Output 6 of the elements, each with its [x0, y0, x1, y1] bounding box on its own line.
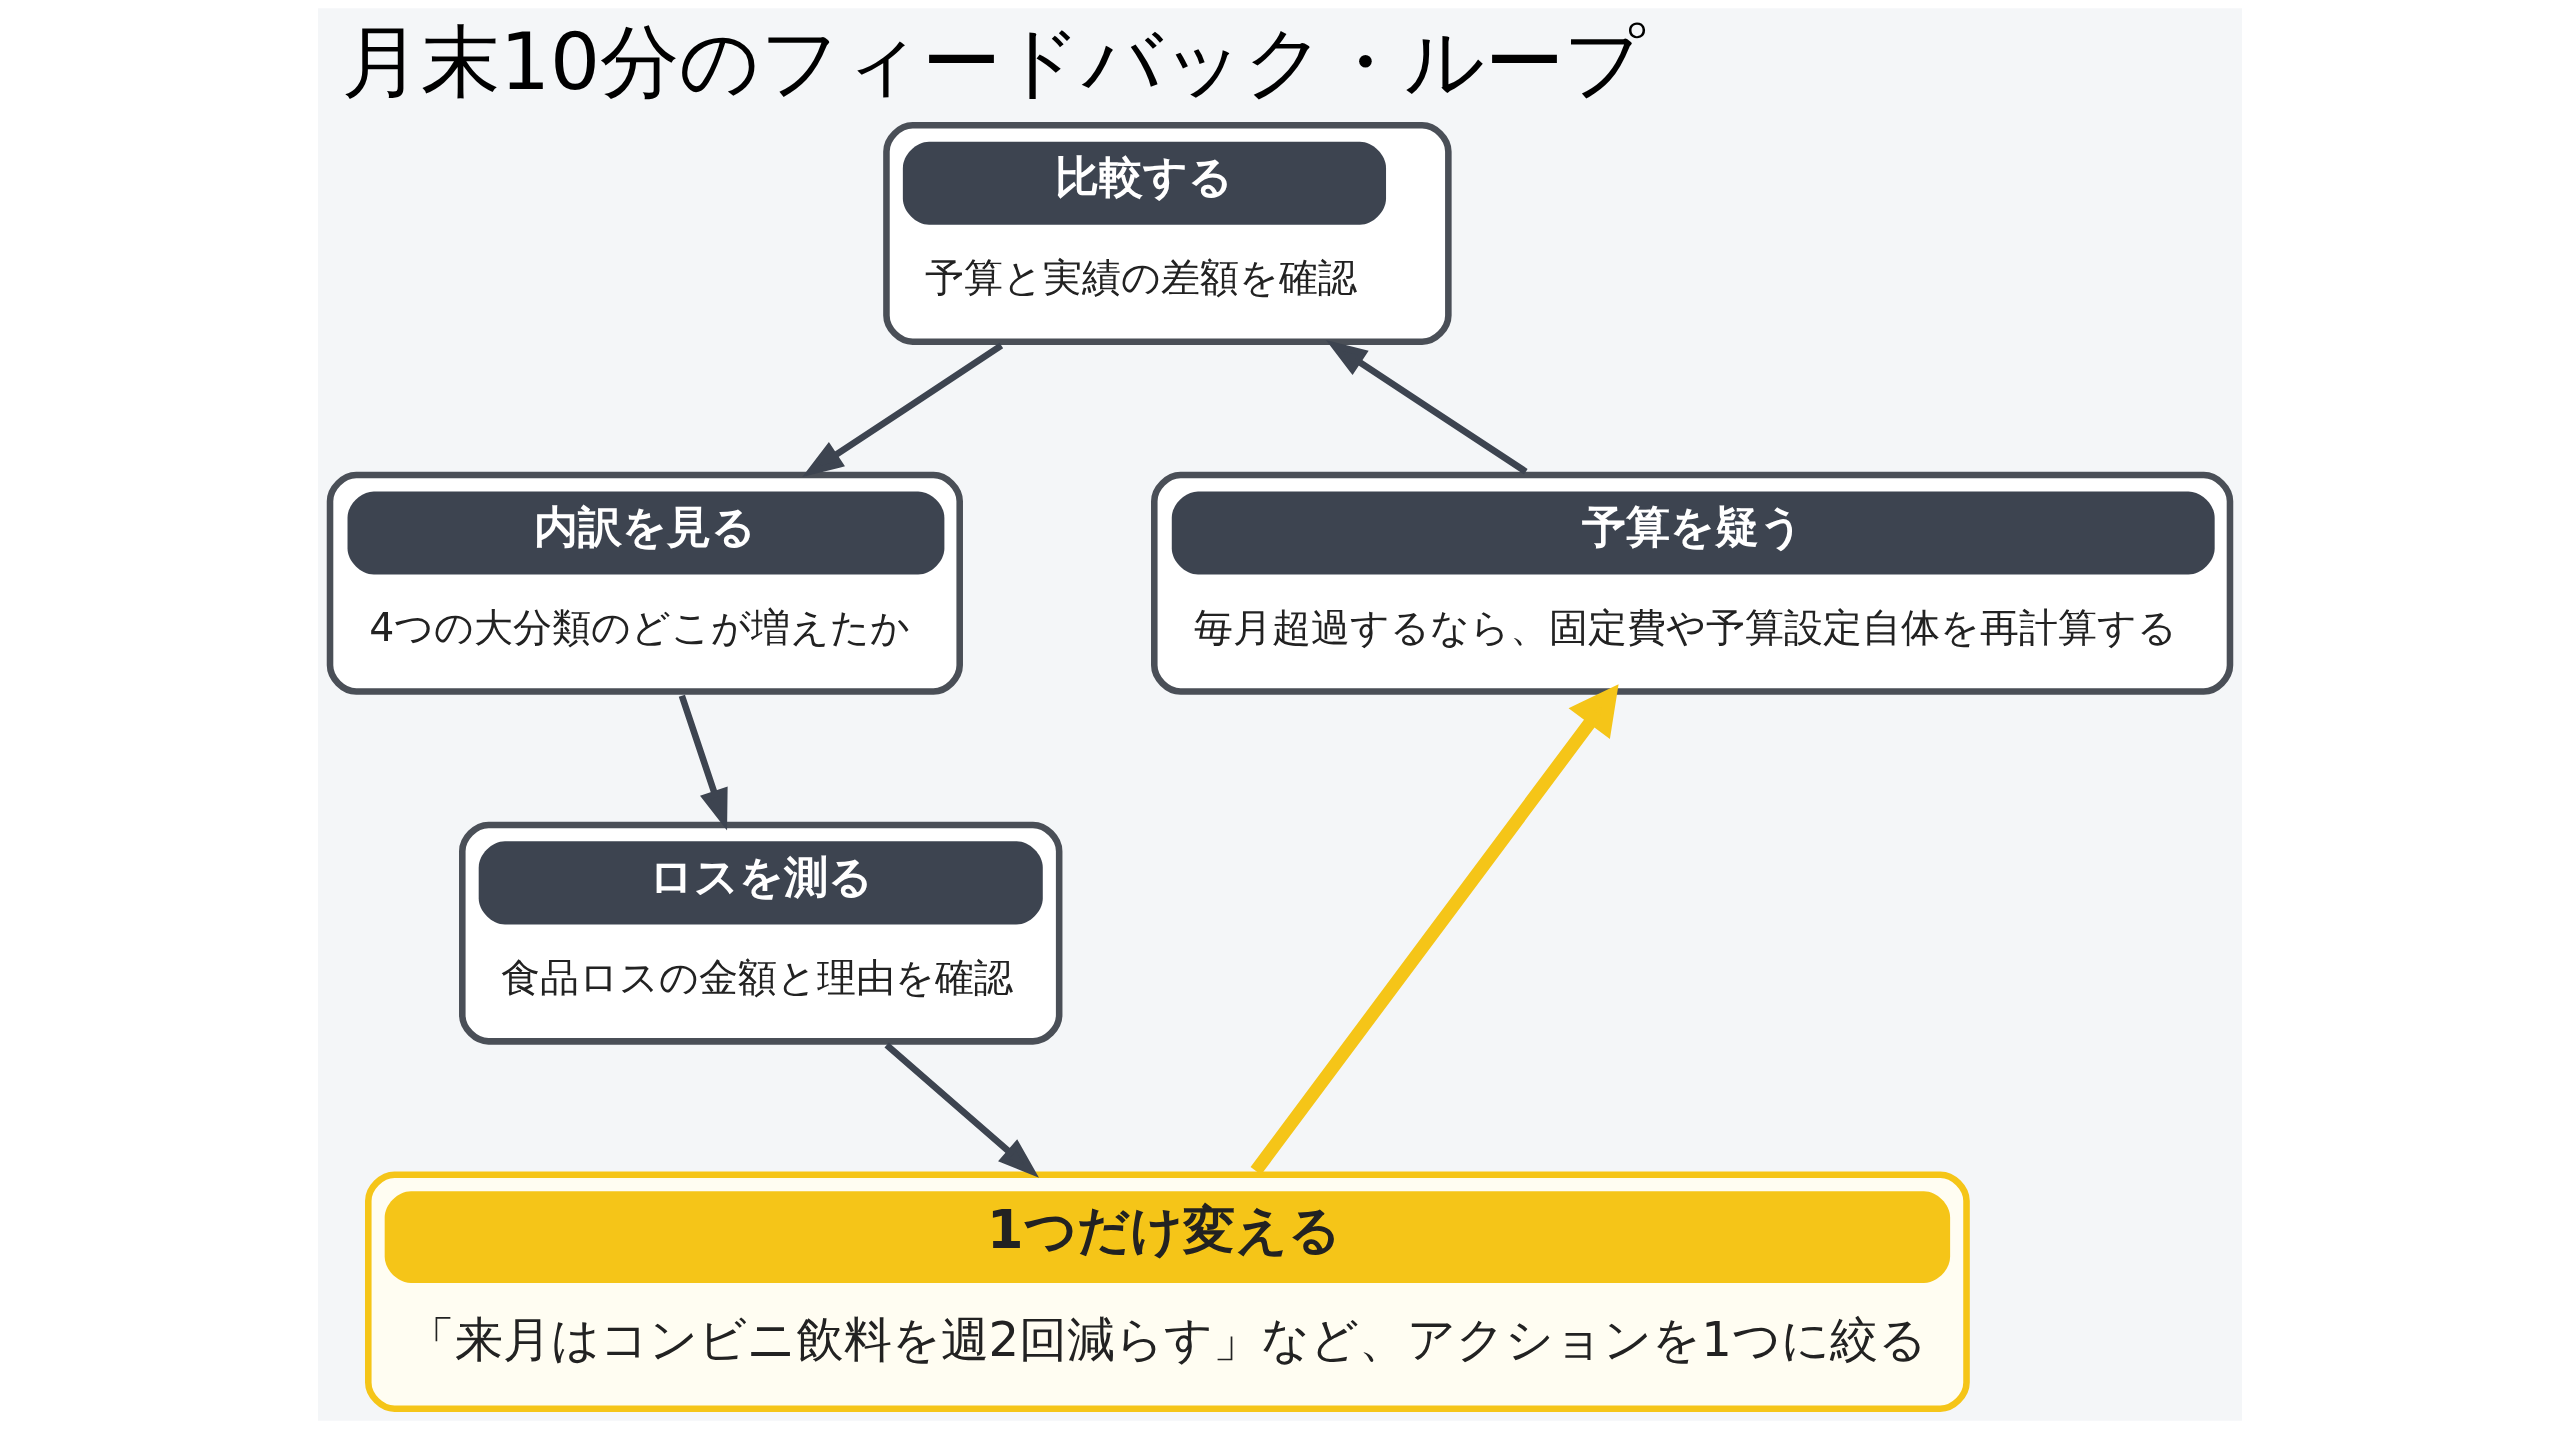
- arrow: [1325, 340, 1528, 475]
- arrow: [802, 342, 1004, 478]
- arrow: [678, 694, 728, 831]
- arrow: [884, 1042, 1039, 1178]
- diagram-title: 月末10分のフィードバック・ループ: [342, 15, 1646, 108]
- arrow: [1250, 684, 1619, 1175]
